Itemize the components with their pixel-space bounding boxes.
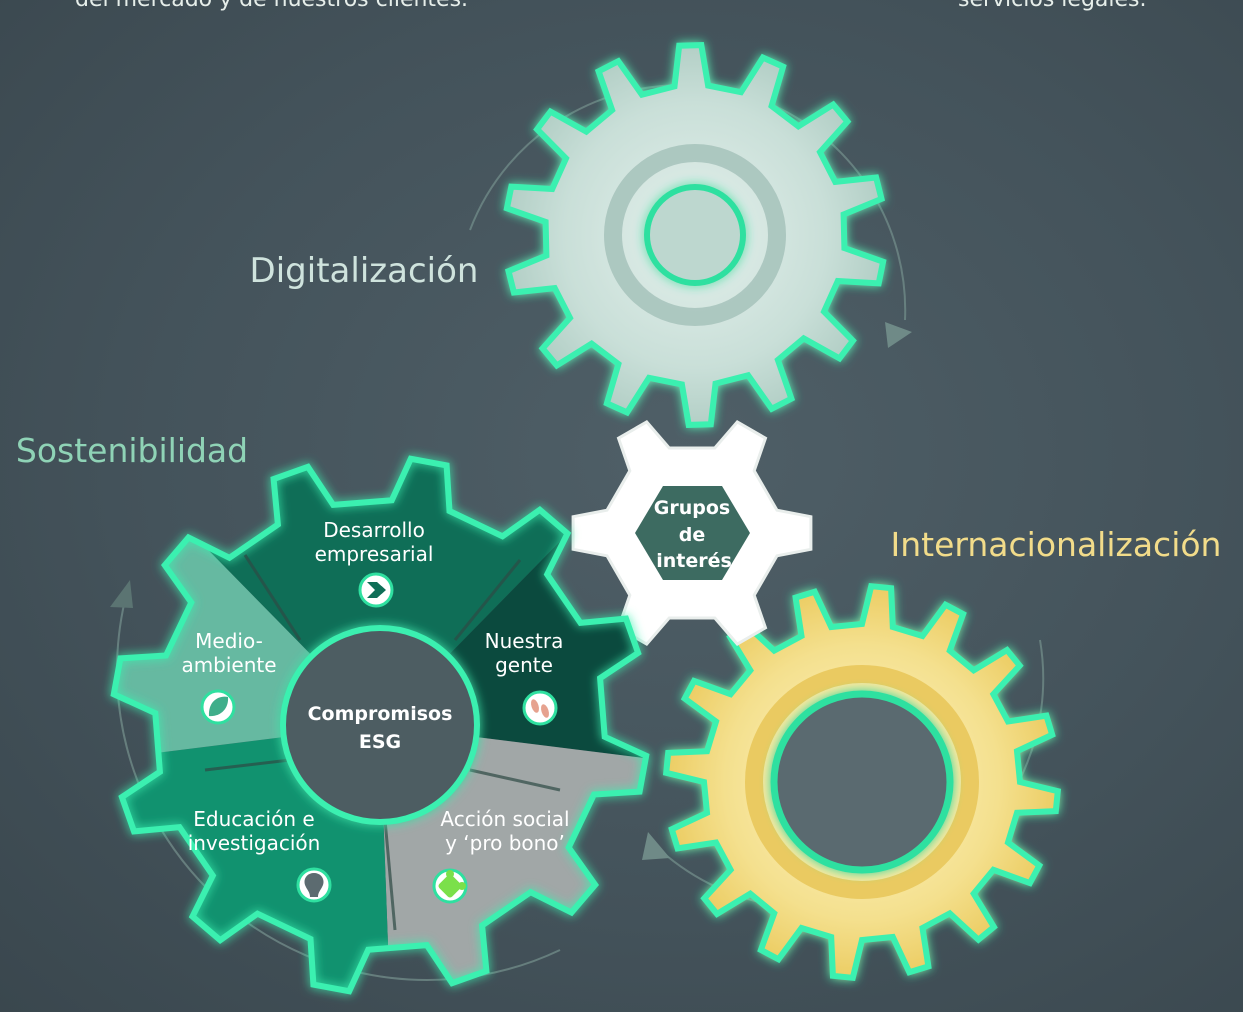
nuestra-gente-label-line-2: gente [495,653,553,677]
digitalizacion-gear-ring [604,144,786,326]
digital-arrow-icon [885,322,912,348]
yellow-arrow-icon [642,832,670,860]
internacionalizacion-label: Internacionalización [891,525,1222,564]
grupos-label-line-3: interés [656,550,732,572]
desarrollo-label-line-1: Desarrollo [323,518,425,542]
compromisos-esg-hub [280,625,480,825]
educacion-label-line-2: investigación [188,831,321,855]
medioambiente-label-line-2: ambiente [181,653,276,677]
desarrollo-label-line-2: empresarial [315,542,434,566]
footprints-icon [522,690,558,726]
lightbulb-icon [296,867,332,903]
medioambiente-label-line-1: Medio- [195,629,263,653]
internacionalizacion-gear-hub [770,690,954,874]
digitalizacion-label: Digitalización [250,251,479,291]
accion-social-label-line-1: Acción social [440,807,569,831]
sostenibilidad-label: Sostenibilidad [16,431,248,470]
top-right-text: servicios legales. [958,0,1147,12]
nuestra-gente-label-line-1: Nuestra [485,629,564,653]
segment-dividers [204,554,561,931]
grupos-hexagon [635,486,750,580]
top-left-text: del mercado y de nuestros clientes. [75,0,468,12]
grupos-label-line-1: Grupos [654,497,730,519]
esg-arrow-icon [110,580,133,608]
sostenibilidad-gear-outline [110,455,650,995]
educacion-label-line-1: Educación e [193,807,314,831]
leaf-icon [200,689,236,725]
accion-social-label-line-2: y ‘pro bono’ [445,831,565,855]
grupos-label-line-2: de [679,524,706,546]
esg-center-line-2: ESG [359,731,401,753]
puzzle-icon [432,868,468,904]
chevron-right-icon [358,572,394,608]
digitalizacion-gear-hub [644,184,746,286]
esg-center-line-1: Compromisos [308,703,453,725]
internacionalizacion-gear-ring [745,665,979,899]
